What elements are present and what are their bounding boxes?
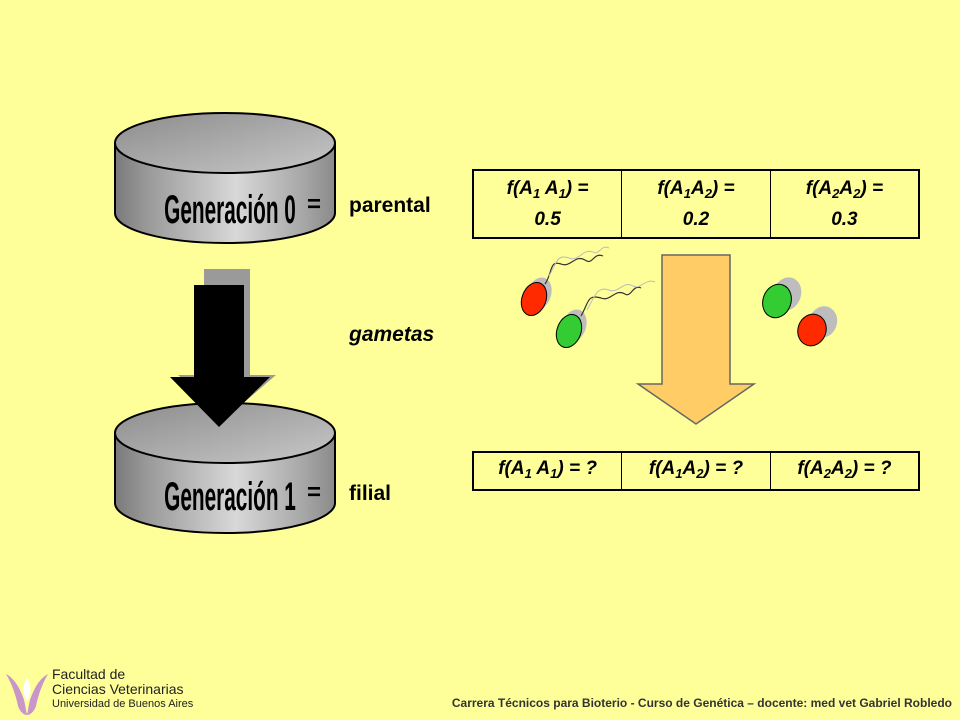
filial-cell-a1a2: f(A1A2) = ? — [621, 451, 771, 491]
generation-0-equals: = — [307, 191, 322, 218]
generation-0-label: Generación 0 — [164, 187, 296, 232]
generation-0-cylinder: Generación 0 — [114, 112, 336, 244]
parental-label: parental — [349, 194, 431, 217]
gametes-illustration — [520, 246, 838, 348]
gamete-a1 — [797, 306, 838, 347]
faculty-logo-text: Facultad de Ciencias Veterinarias Univer… — [52, 667, 193, 712]
faculty-logo-icon — [6, 674, 48, 715]
logo-line-2: Ciencias Veterinarias — [52, 681, 184, 697]
footer-credits: Carrera Técnicos para Bioterio - Curso d… — [451, 696, 952, 710]
gametes-down-arrow — [635, 254, 757, 425]
logo-line-3: Universidad de Buenos Aires — [52, 698, 194, 710]
generation-down-arrow — [170, 269, 276, 427]
parental-cell-a1a1: f(A1 A1) =0.5 — [472, 169, 623, 239]
parental-cell-a2a2: f(A2A2) =0.3 — [769, 169, 920, 239]
parental-cell-a1a2: f(A1A2) =0.2 — [621, 169, 771, 239]
filial-cell-a1a1: f(A1 A1) = ? — [472, 451, 623, 491]
gamete-a2 — [762, 277, 802, 319]
generation-1-label: Generación 1 — [164, 474, 296, 519]
logo-line-1: Facultad de — [52, 666, 126, 682]
filial-frequency-table: f(A1 A1) = ? f(A1A2) = ? f(A2A2) = ? — [472, 451, 920, 491]
filial-label: filial — [349, 482, 392, 505]
gametes-label: gametas — [349, 323, 435, 346]
sperm-a1 — [520, 246, 610, 316]
parental-frequency-table: f(A1 A1) =0.5 f(A1A2) =0.2 f(A2A2) =0.3 — [472, 169, 920, 239]
filial-cell-a2a2: f(A2A2) = ? — [769, 451, 920, 491]
generation-1-equals: = — [307, 479, 322, 506]
sperm-a2 — [555, 280, 656, 348]
